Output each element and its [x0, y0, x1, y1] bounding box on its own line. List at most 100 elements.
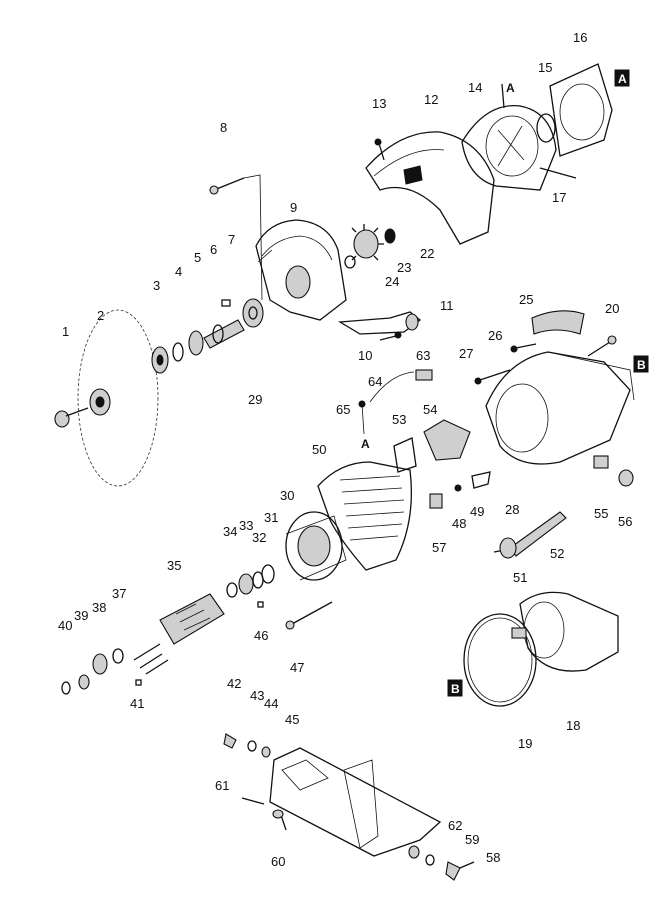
plate-16	[549, 63, 613, 157]
part-label-16: 16	[573, 30, 587, 45]
part-label-62: 62	[448, 818, 462, 833]
part-label-22: 22	[420, 246, 434, 261]
bracket-14	[461, 83, 557, 191]
key-7	[221, 299, 231, 307]
connector-63	[415, 369, 433, 381]
part-label-5: 5	[194, 250, 201, 265]
part-label-35: 35	[167, 558, 181, 573]
part-label-38: 38	[92, 600, 106, 615]
part-label-40: 40	[58, 618, 72, 633]
part-label-9: 9	[290, 200, 297, 215]
lead-wire-64	[369, 371, 415, 403]
part-label-30: 30	[280, 488, 294, 503]
washer-62	[408, 845, 420, 859]
ring-39	[78, 674, 90, 690]
washer-34	[226, 582, 238, 598]
part-label-8: 8	[220, 120, 227, 135]
screw-13	[374, 138, 385, 161]
ring-32	[252, 571, 264, 589]
part-label-55: 55	[594, 506, 608, 521]
motor-housing-28	[485, 351, 635, 465]
lever-11	[337, 311, 422, 335]
callout-box-a-top: A	[614, 69, 630, 87]
wing-bolt-42	[223, 733, 237, 749]
retaining-ring-24	[344, 255, 356, 269]
screw-47	[285, 601, 333, 630]
pin-46	[257, 601, 264, 608]
part-label-48: 48	[452, 516, 466, 531]
part-label-18: 18	[566, 718, 580, 733]
part-label-49: 49	[470, 504, 484, 519]
blade-bolt	[54, 407, 89, 428]
part-label-24: 24	[385, 274, 399, 289]
svg-text:B: B	[451, 682, 460, 696]
part-label-41: 41	[130, 696, 144, 711]
part-label-39: 39	[74, 608, 88, 623]
ball-bearing-29	[242, 298, 264, 328]
part-label-7: 7	[228, 232, 235, 247]
part-label-15: 15	[538, 60, 552, 75]
callout-letter-a-left: A	[361, 437, 370, 451]
bearing-33	[238, 573, 254, 595]
part-label-63: 63	[416, 348, 430, 363]
part-label-64: 64	[368, 374, 382, 389]
part-label-61: 61	[215, 778, 229, 793]
part-label-50: 50	[312, 442, 326, 457]
callout-box-b-left: B	[447, 679, 463, 697]
bearing-38	[92, 653, 108, 675]
o-ring-15	[536, 113, 556, 143]
screw-65	[358, 400, 366, 435]
base-45	[269, 747, 442, 857]
pin-61	[241, 797, 265, 805]
screw-27	[474, 369, 511, 385]
part-label-17: 17	[552, 190, 566, 205]
part-label-20: 20	[605, 301, 619, 316]
saw-blade	[77, 309, 159, 487]
part-label-58: 58	[486, 850, 500, 865]
field-30	[285, 511, 347, 581]
part-label-3: 3	[153, 278, 160, 293]
part-label-1: 1	[62, 324, 69, 339]
part-label-46: 46	[254, 628, 268, 643]
part-label-52: 52	[550, 546, 564, 561]
part-label-13: 13	[372, 96, 386, 111]
part-label-53: 53	[392, 412, 406, 427]
cover-25	[531, 310, 585, 335]
part-label-26: 26	[488, 328, 502, 343]
part-label-37: 37	[112, 586, 126, 601]
part-label-29: 29	[248, 392, 262, 407]
part-label-25: 25	[519, 292, 533, 307]
part-label-2: 2	[97, 308, 104, 323]
part-label-4: 4	[175, 264, 182, 279]
capacitor-57	[429, 493, 443, 509]
svg-text:A: A	[506, 81, 515, 95]
clamp-49	[471, 471, 491, 489]
cord-51	[493, 537, 517, 559]
part-label-42: 42	[227, 676, 241, 691]
part-label-33: 33	[239, 518, 253, 533]
handle-grip-50	[317, 461, 413, 571]
callout-letter-a-mid: A	[506, 81, 515, 95]
motor-housing-18	[519, 591, 619, 672]
spindle	[203, 319, 245, 349]
washer-59	[425, 854, 435, 866]
band-19	[463, 613, 537, 707]
part-label-56: 56	[618, 514, 632, 529]
part-label-23: 23	[397, 260, 411, 275]
part-label-65: 65	[336, 402, 350, 417]
brush-holder-55	[593, 455, 609, 469]
part-label-11: 11	[440, 298, 454, 313]
screw-26	[510, 343, 537, 353]
part-label-54: 54	[423, 402, 437, 417]
part-label-28: 28	[505, 502, 519, 517]
safety-cover-12	[365, 131, 495, 245]
part-label-47: 47	[290, 660, 304, 675]
wing-nut-58	[445, 861, 475, 881]
part-label-12: 12	[424, 92, 438, 107]
part-label-43: 43	[250, 688, 264, 703]
part-label-14: 14	[468, 80, 482, 95]
inner-flange	[188, 330, 204, 356]
svg-text:B: B	[637, 358, 646, 372]
